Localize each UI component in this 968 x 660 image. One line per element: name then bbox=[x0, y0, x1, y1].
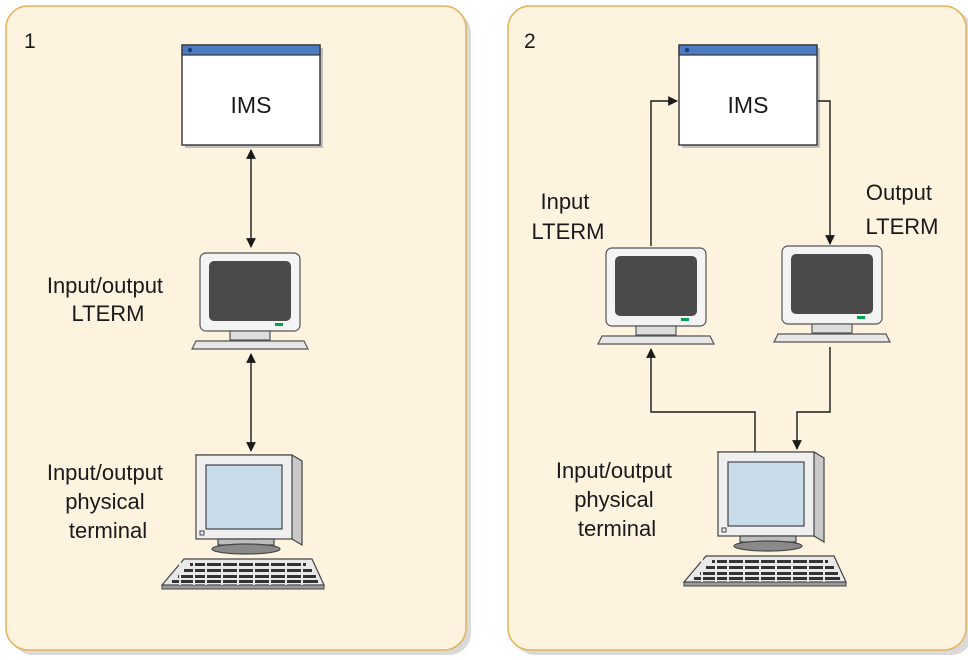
panel-2-output-lterm-label: Output LTERM bbox=[866, 180, 939, 239]
panel-1-terminal-label: Input/output physical terminal bbox=[47, 460, 169, 543]
panel-2-ims-label: IMS bbox=[728, 92, 769, 118]
panel-2-input-to-ims-arrow bbox=[650, 96, 678, 246]
panel-1-lterm-label: Input/output LTERM bbox=[47, 273, 169, 326]
panel-2-background bbox=[507, 5, 967, 651]
panel-2-terminal-to-input-arrow bbox=[646, 348, 756, 452]
panel-2-terminal-label: Input/output physical terminal bbox=[556, 458, 678, 541]
panel-1-number: 1 bbox=[24, 30, 36, 53]
panel-1: 1 IMS Input/output LTERM Input/output ph… bbox=[5, 5, 471, 655]
panel-2: 2 IMS Input LTERM Output LTERM bbox=[507, 5, 968, 655]
panel-2-number: 2 bbox=[524, 30, 536, 53]
panel-2-input-lterm-label: Input LTERM bbox=[532, 189, 605, 244]
panel-1-ims-label: IMS bbox=[231, 92, 272, 118]
panel-1-ims-window: IMS bbox=[181, 44, 324, 149]
panel-2-output-to-terminal-arrow bbox=[792, 347, 831, 450]
panel-2-ims-to-output-arrow bbox=[818, 100, 835, 245]
panel-2-ims-window: IMS bbox=[678, 44, 821, 149]
